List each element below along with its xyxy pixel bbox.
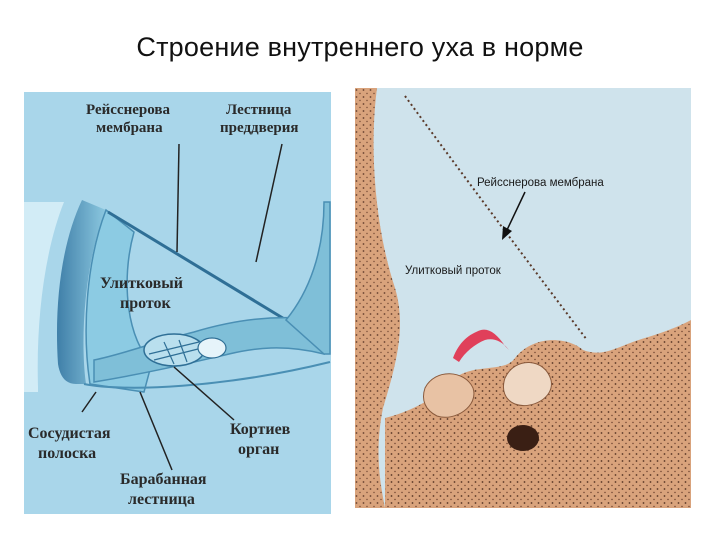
duct-label-2: проток: [120, 295, 172, 312]
cochlea-schematic: Рейсснерова мембрана Лестница преддверия…: [24, 92, 331, 514]
vestibule-label-2: преддверия: [220, 120, 298, 136]
tympani-label-1: Барабанная: [120, 471, 207, 488]
duct-label-1: Улитковый: [100, 275, 183, 292]
stria-label-2: полоска: [38, 445, 96, 462]
slide-title: Строение внутреннего уха в норме: [0, 32, 720, 63]
histology-micrograph: Рейсснерова мембрана Улитковый проток: [355, 88, 691, 508]
corti-label-2: орган: [238, 441, 279, 458]
cochlea-schematic-svg: Рейсснерова мембрана Лестница преддверия…: [24, 92, 331, 514]
duct-label: Улитковый проток: [405, 265, 502, 277]
histology-svg: Рейсснерова мембрана Улитковый проток: [355, 88, 691, 508]
reissner-label-1: Рейсснерова: [86, 102, 170, 118]
vestibule-label-1: Лестница: [226, 102, 292, 118]
membrane-label: Рейсснерова мембрана: [477, 177, 604, 189]
reissner-label-2: мембрана: [96, 120, 163, 136]
tympani-label-2: лестница: [128, 491, 195, 508]
corti-label-1: Кортиев: [230, 421, 291, 438]
stria-label-1: Сосудистая: [28, 425, 111, 442]
